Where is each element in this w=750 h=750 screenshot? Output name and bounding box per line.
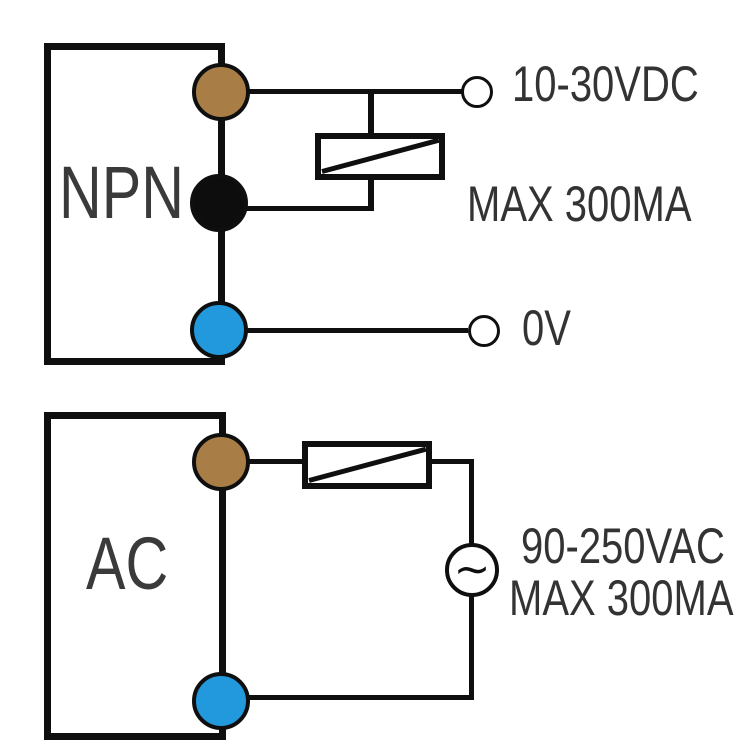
npn-ground-label: 0V [522,300,571,356]
npn-brown-terminal-dot [192,63,250,121]
npn-load-stub-bottom [368,177,374,209]
ac-brown-wire [248,459,302,464]
npn-supply-label: 10-30VDC [512,56,699,112]
ac-supply-label: 90-250VAC [521,518,725,574]
npn-ground-terminal-circle [468,315,500,347]
ac-bottom-return-wire [247,695,474,700]
npn-supply-terminal-circle [461,76,493,108]
ac-load-to-corner-wire [432,459,474,464]
ac-sine-symbol: ∼ [453,544,491,595]
npn-load-rating-label: MAX 300MA [467,176,692,232]
ac-blue-terminal-dot [192,672,250,730]
npn-black-terminal-dot [190,174,248,232]
npn-load-stub-top [368,91,374,137]
npn-blue-terminal-dot [190,301,248,359]
wiring-diagram-ac: AC ∼ 90-250VAC MAX 300MA [0,400,750,750]
npn-device-label: NPN [59,151,184,234]
ac-load-rating-label: MAX 300MA [509,570,734,626]
ac-brown-terminal-dot [192,433,250,491]
wiring-diagram-npn: NPN 10-30VDC MAX 300MA 0V [44,43,699,365]
npn-blue-wire [245,328,468,333]
npn-black-wire [246,206,374,211]
ac-device-label: AC [86,522,169,605]
ac-source-icon: ∼ [445,543,499,597]
npn-brown-wire [245,89,462,94]
